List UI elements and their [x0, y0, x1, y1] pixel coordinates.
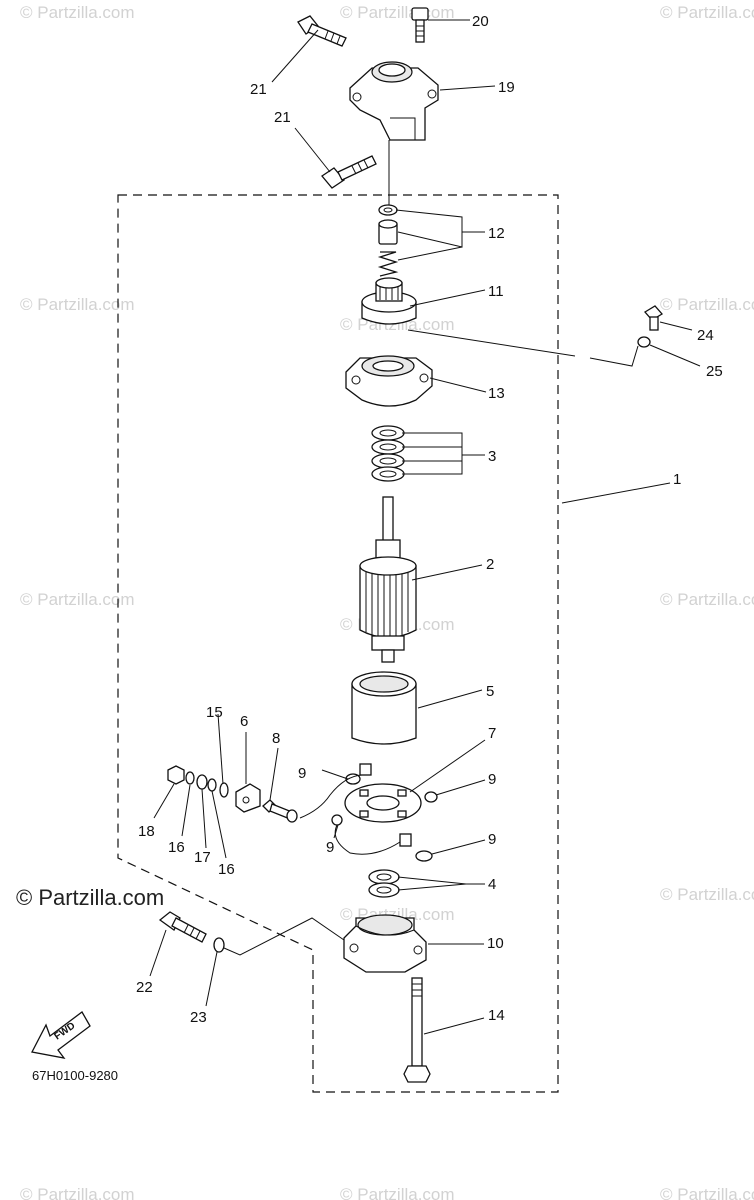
part-23-washer[interactable] — [213, 937, 225, 953]
leader-lines — [149, 19, 701, 1035]
callout-20[interactable]: 20 — [472, 13, 489, 30]
partzilla-brand-watermark: © Partzilla.com — [16, 885, 164, 910]
callout-5[interactable]: 5 — [486, 683, 494, 700]
callout-19[interactable]: 19 — [498, 79, 515, 96]
callout-11[interactable]: 11 — [488, 283, 504, 300]
callout-6[interactable]: 6 — [240, 713, 248, 730]
part-5-yoke[interactable] — [351, 671, 417, 745]
watermark-text: © Partzilla.com — [660, 1185, 754, 1200]
callout-9[interactable]: 9 — [488, 831, 496, 848]
part-25-washer[interactable] — [637, 336, 651, 348]
part-19-bracket[interactable] — [349, 61, 439, 141]
callout-16[interactable]: 16 — [168, 839, 185, 856]
callout-18[interactable]: 18 — [138, 823, 155, 840]
part-3-washer-stack[interactable] — [371, 425, 405, 482]
part-11-pinion-gear[interactable] — [361, 277, 417, 325]
part-7-brush-holder[interactable] — [344, 783, 422, 823]
callout-12[interactable]: 12 — [488, 225, 505, 242]
watermark-text: © Partzilla.com — [340, 1185, 455, 1200]
part-20-bolt[interactable] — [411, 7, 429, 43]
callout-16[interactable]: 16 — [218, 861, 235, 878]
callout-labels: 20 19 21 21 12 11 24 25 13 3 1 2 5 15 6 … — [136, 13, 723, 1026]
callout-1[interactable]: 1 — [673, 471, 681, 488]
callout-24[interactable]: 24 — [697, 327, 714, 344]
part-6-insulator[interactable] — [235, 783, 261, 813]
part-13-front-cover[interactable] — [345, 355, 433, 407]
watermark-text: © Partzilla.com — [340, 3, 455, 22]
callout-9[interactable]: 9 — [298, 765, 306, 782]
part-16-washer[interactable] — [185, 771, 217, 792]
callout-21[interactable]: 21 — [274, 109, 291, 126]
callout-22[interactable]: 22 — [136, 979, 153, 996]
part-22-bolt[interactable] — [158, 911, 207, 943]
callout-8[interactable]: 8 — [272, 730, 280, 747]
part-4-washers[interactable] — [368, 869, 400, 898]
part-18-nut[interactable] — [167, 765, 185, 785]
watermark-text: © Partzilla.com — [20, 590, 135, 609]
callout-14[interactable]: 14 — [488, 1007, 505, 1024]
callout-10[interactable]: 10 — [487, 935, 504, 952]
part-12-stop-ring-set[interactable] — [377, 204, 399, 277]
diagram-code: 67H0100-9280 — [32, 1068, 118, 1083]
callout-13[interactable]: 13 — [488, 385, 505, 402]
part-15-washer[interactable] — [219, 782, 229, 798]
part-21-bolt-upper[interactable] — [297, 15, 347, 47]
watermark-text: © Partzilla.com — [20, 295, 135, 314]
callout-17[interactable]: 17 — [194, 849, 211, 866]
part-17-spring-washer[interactable] — [196, 774, 208, 790]
part-21-bolt-lower[interactable] — [321, 155, 377, 189]
part-24-screw[interactable] — [643, 305, 664, 331]
part-9-brushes[interactable] — [299, 763, 438, 862]
callout-7[interactable]: 7 — [488, 725, 496, 742]
watermark-text: © Partzilla.com — [20, 1185, 135, 1200]
callout-15[interactable]: 15 — [206, 704, 223, 721]
watermark-text: © Partzilla.com — [660, 295, 754, 314]
callout-25[interactable]: 25 — [706, 363, 723, 380]
watermark-text: © Partzilla.com — [660, 590, 754, 609]
watermarks: © Partzilla.com © Partzilla.com © Partzi… — [20, 3, 754, 1200]
callout-21[interactable]: 21 — [250, 81, 267, 98]
watermark-text: © Partzilla.com — [660, 3, 754, 22]
callout-23[interactable]: 23 — [190, 1009, 207, 1026]
part-10-rear-cover[interactable] — [343, 914, 427, 973]
callout-4[interactable]: 4 — [488, 876, 496, 893]
watermark-text: © Partzilla.com — [660, 885, 754, 904]
part-8-terminal-bolt[interactable] — [262, 799, 298, 823]
watermark-text: © Partzilla.com — [20, 3, 135, 22]
callout-9[interactable]: 9 — [488, 771, 496, 788]
part-14-through-bolt[interactable] — [403, 977, 431, 1083]
part-2-armature[interactable] — [359, 496, 417, 663]
callout-3[interactable]: 3 — [488, 448, 496, 465]
forward-arrow-icon: FWD — [31, 1011, 91, 1059]
callout-9[interactable]: 9 — [326, 839, 334, 856]
assembly-boundary — [117, 194, 559, 1093]
callout-2[interactable]: 2 — [486, 556, 494, 573]
